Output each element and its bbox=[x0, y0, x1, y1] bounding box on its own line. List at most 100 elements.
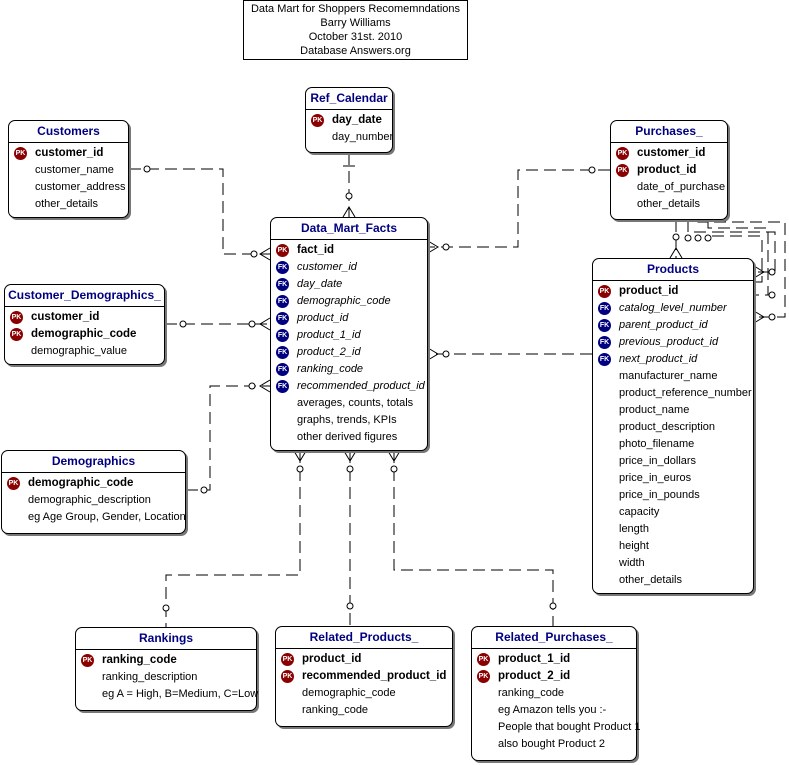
primary-key-icon: PK bbox=[477, 670, 490, 683]
entity-title: Related_Products_ bbox=[276, 627, 452, 649]
attribute-name: day_number bbox=[332, 131, 394, 143]
attribute-name: demographic_code bbox=[297, 295, 391, 307]
primary-key-icon: PK bbox=[7, 477, 20, 490]
rel-products-self-3 bbox=[707, 220, 769, 296]
optional-marker bbox=[390, 465, 398, 473]
attribute-name: graphs, trends, KPIs bbox=[297, 414, 397, 426]
optional-marker bbox=[143, 165, 151, 173]
foreign-key-icon: FK bbox=[276, 329, 289, 342]
foreign-key-icon: FK bbox=[598, 353, 611, 366]
optional-marker bbox=[768, 291, 776, 299]
many-marker bbox=[293, 450, 307, 462]
foreign-key-icon: FK bbox=[276, 363, 289, 376]
attribute-row: other_details bbox=[593, 572, 753, 589]
attribute-name: People that bought Product 1 bbox=[498, 721, 641, 733]
attribute-row: product_description bbox=[593, 419, 753, 436]
attribute-row: width bbox=[593, 555, 753, 572]
attribute-name: ranking_code bbox=[302, 704, 369, 716]
attribute-name: photo_filename bbox=[619, 438, 695, 450]
attribute-name: catalog_level_number bbox=[619, 302, 727, 314]
attribute-name: recommended_product_id bbox=[302, 670, 447, 682]
attribute-name: eg Age Group, Gender, Location bbox=[28, 511, 186, 523]
primary-key-icon: PK bbox=[14, 147, 27, 160]
attribute-row: day_number bbox=[306, 129, 394, 146]
attribute-name: fact_id bbox=[297, 244, 335, 256]
attribute-name: product_reference_number bbox=[619, 387, 752, 399]
attribute-row: People that bought Product 1 bbox=[472, 719, 641, 736]
attribute-name: customer_id bbox=[31, 311, 100, 323]
attribute-row: other_details bbox=[611, 196, 727, 213]
attribute-row: demographic_value bbox=[5, 343, 164, 360]
optional-marker bbox=[250, 250, 258, 258]
attribute-name: ranking_code bbox=[102, 654, 177, 666]
primary-key-icon: PK bbox=[81, 654, 94, 667]
attribute-name: previous_product_id bbox=[619, 336, 719, 348]
attribute-row: manufacturer_name bbox=[593, 368, 753, 385]
attribute-name: parent_product_id bbox=[619, 319, 708, 331]
attribute-row: FK product_1_id bbox=[271, 327, 427, 344]
attribute-name: product_2_id bbox=[498, 670, 571, 682]
optional-marker bbox=[296, 465, 304, 473]
attribute-name: height bbox=[619, 540, 649, 552]
attribute-row: eg Age Group, Gender, Location bbox=[2, 509, 186, 526]
many-marker bbox=[342, 206, 356, 218]
attribute-name: customer_id bbox=[637, 147, 706, 159]
foreign-key-icon: FK bbox=[598, 336, 611, 349]
optional-marker bbox=[768, 313, 776, 321]
attribute-name: demographic_value bbox=[31, 345, 128, 357]
attribute-row: ranking_description bbox=[76, 669, 256, 686]
attribute-row: height bbox=[593, 538, 753, 555]
primary-key-icon: PK bbox=[598, 285, 611, 298]
attribute-name: ranking_code bbox=[498, 687, 565, 699]
attribute-row: FK previous_product_id bbox=[593, 334, 753, 351]
attribute-name: averages, counts, totals bbox=[297, 397, 414, 409]
attribute-name: demographic_code bbox=[302, 687, 396, 699]
optional-marker bbox=[588, 166, 596, 174]
entity-title: Demographics bbox=[2, 451, 185, 473]
entity-title: Products bbox=[593, 259, 753, 281]
optional-marker bbox=[694, 234, 702, 242]
attribute-name: product_id bbox=[297, 312, 349, 324]
many-marker bbox=[753, 265, 765, 279]
diagram-source: Database Answers.org bbox=[300, 45, 411, 57]
optional-marker bbox=[248, 382, 256, 390]
many-marker bbox=[753, 310, 765, 324]
primary-key-icon: PK bbox=[281, 653, 294, 666]
optional-marker bbox=[672, 233, 680, 241]
attribute-name: customer_id bbox=[35, 147, 104, 159]
optional-marker bbox=[162, 604, 170, 612]
attribute-row: graphs, trends, KPIs bbox=[271, 412, 427, 429]
rel-demographics-facts bbox=[186, 385, 270, 491]
attribute-name: product_1_id bbox=[297, 329, 361, 341]
attribute-name: day_date bbox=[297, 278, 343, 290]
primary-key-icon: PK bbox=[616, 147, 629, 160]
attribute-row: photo_filename bbox=[593, 436, 753, 453]
foreign-key-icon: FK bbox=[276, 346, 289, 359]
attribute-name: day_date bbox=[332, 114, 382, 126]
